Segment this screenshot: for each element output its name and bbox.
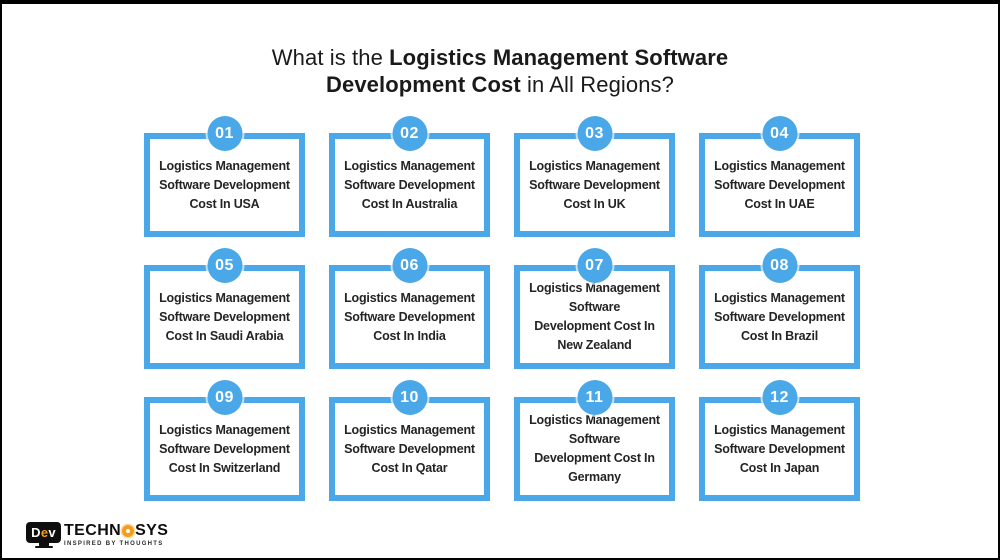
logo-tagline: INSPIRED BY THOUGHTS — [64, 541, 164, 547]
card-label: Logistics Management Software Developmen… — [529, 281, 660, 352]
card-label: Logistics Management Software Developmen… — [344, 290, 475, 343]
card-number-badge: 11 — [577, 380, 612, 415]
card-label: Logistics Management Software Developmen… — [714, 290, 845, 343]
card-label: Logistics Management Software Developmen… — [344, 422, 475, 475]
logo-brand: TECHN SYS INSPIRED BY THOUGHTS — [64, 522, 168, 547]
logo-name-left: TECHN — [64, 522, 122, 539]
logo-brand-name: TECHN SYS — [64, 522, 168, 539]
card-number-badge: 03 — [577, 116, 612, 151]
card-label: Logistics Management Software Developmen… — [344, 158, 475, 211]
logo-name-right: SYS — [135, 522, 169, 539]
card-label: Logistics Management Software Developmen… — [159, 158, 290, 211]
card-number-badge: 04 — [762, 116, 797, 151]
monitor-stand-base — [34, 546, 53, 548]
card-number-badge: 09 — [207, 380, 242, 415]
title-line-2: Development Cost in All Regions? — [326, 72, 674, 97]
gear-icon — [122, 524, 135, 537]
card-number-badge: 10 — [392, 380, 427, 415]
card-number-badge: 02 — [392, 116, 427, 151]
card-number-badge: 07 — [577, 248, 612, 283]
card-number-badge: 12 — [762, 380, 797, 415]
card-box: Logistics Management Software Developmen… — [329, 133, 490, 237]
page-title: What is the Logistics Management Softwar… — [2, 44, 998, 98]
card-number-badge: 01 — [207, 116, 242, 151]
card-number-badge: 08 — [762, 248, 797, 283]
card-label: Logistics Management Software Developmen… — [714, 158, 845, 211]
monitor-stand — [38, 543, 49, 546]
card-label: Logistics Management Software Developmen… — [714, 422, 845, 475]
card-box: Logistics Management Software Developmen… — [699, 265, 860, 369]
card-box: Logistics Management Software Developmen… — [144, 397, 305, 501]
card-label: Logistics Management Software Developmen… — [529, 413, 660, 484]
title-line-1: What is the Logistics Management Softwar… — [271, 45, 729, 70]
card-label: Logistics Management Software Developmen… — [159, 422, 290, 475]
card-number-badge: 05 — [207, 248, 242, 283]
card-number-badge: 06 — [392, 248, 427, 283]
card-label: Logistics Management Software Developmen… — [159, 290, 290, 343]
card-label: Logistics Management Software Developmen… — [529, 158, 660, 211]
